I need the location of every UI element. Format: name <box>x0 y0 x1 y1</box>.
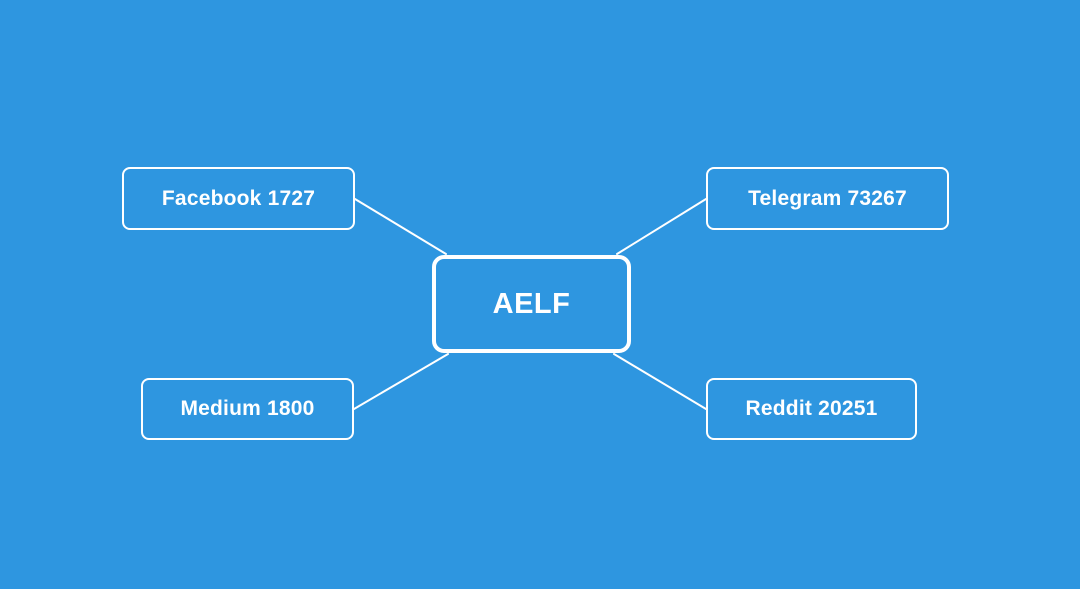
node-telegram-label: Telegram 73267 <box>748 186 907 210</box>
node-facebook: Facebook 1727 <box>122 167 355 230</box>
node-facebook-label: Facebook 1727 <box>161 186 316 210</box>
center-node: AELF <box>432 255 631 353</box>
connector-telegram <box>616 198 707 255</box>
node-reddit-label: Reddit 20251 <box>745 397 878 420</box>
node-telegram: Telegram 73267 <box>706 167 949 230</box>
node-medium-label: Medium 1800 <box>180 397 315 420</box>
connector-medium <box>353 353 449 410</box>
connector-facebook <box>354 198 447 255</box>
node-medium: Medium 1800 <box>141 378 354 440</box>
node-reddit: Reddit 20251 <box>706 378 917 440</box>
connector-reddit <box>613 353 707 410</box>
center-node-label: AELF <box>492 287 571 320</box>
